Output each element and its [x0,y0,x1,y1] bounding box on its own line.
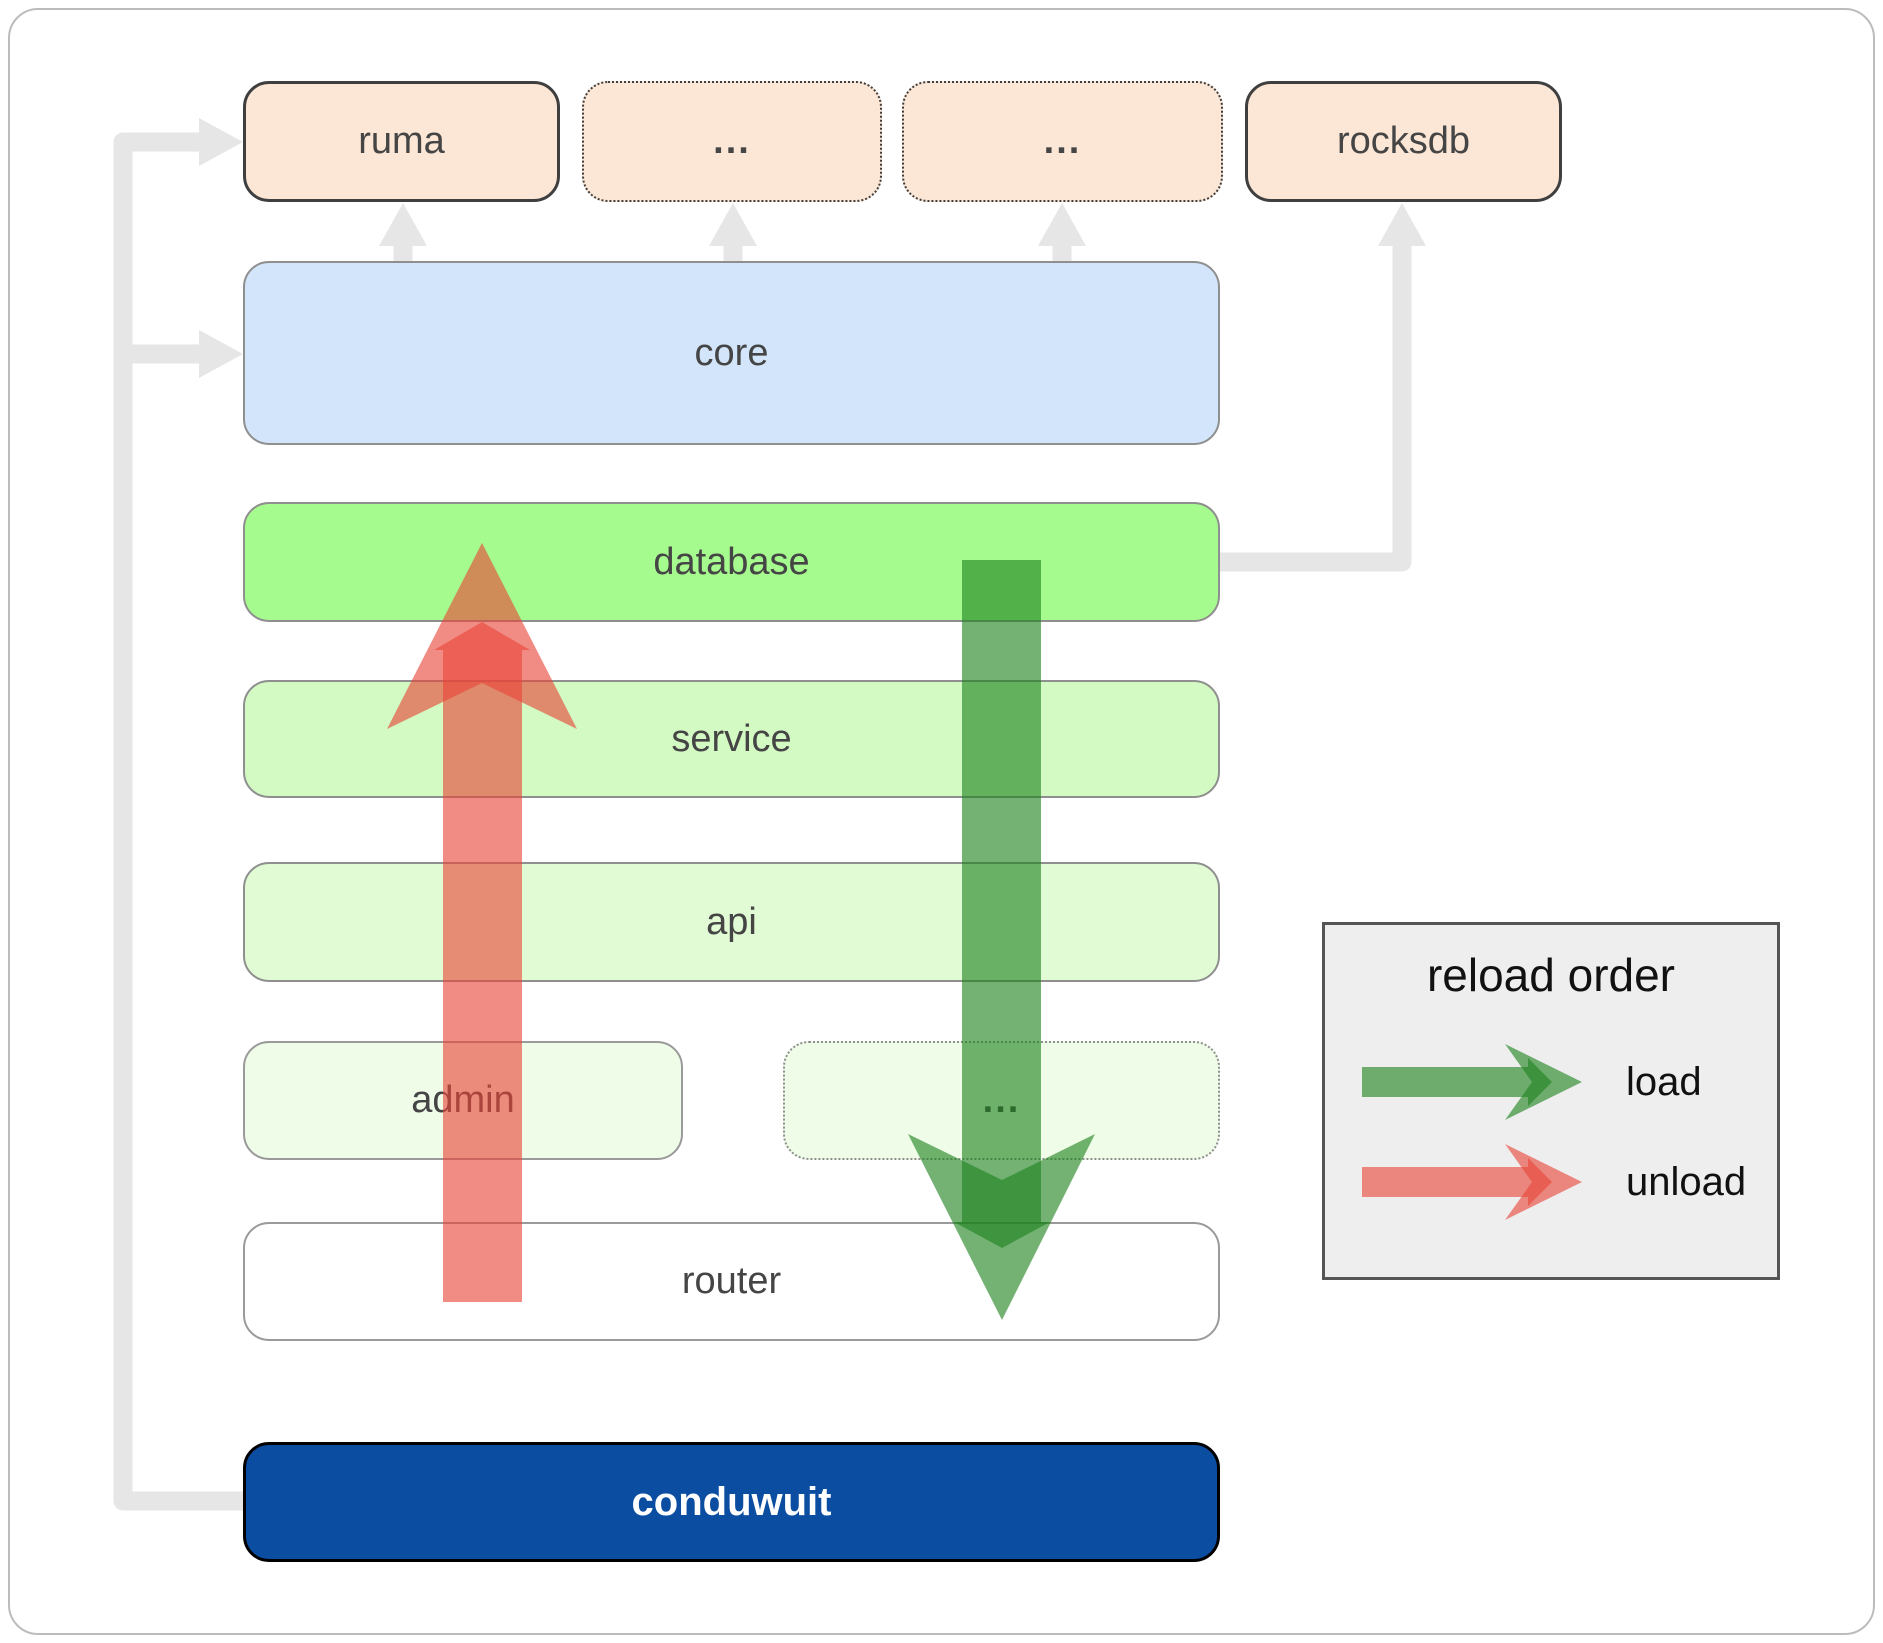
node-ellipsis-b: ... [902,81,1223,202]
node-core-label: core [694,331,769,374]
node-ruma: ruma [243,81,560,202]
legend-title: reload order [1426,949,1676,1001]
node-rocksdb-label: rocksdb [1336,120,1471,162]
node-database-label: database [653,540,810,583]
node-service-label: service [671,717,792,760]
node-admin: admin [243,1041,683,1160]
node-ellipsis-a-label: ... [713,120,751,162]
node-router-label: router [681,1260,782,1302]
node-api: api [243,862,1220,982]
legend-label-load: load [1626,1060,1702,1104]
node-ellipsis-b-label: ... [1043,120,1082,162]
node-database: database [243,502,1220,622]
node-conduwuit-label: conduwuit [631,1479,832,1524]
node-ellipsis-c: ... [783,1041,1220,1160]
node-core: core [243,261,1220,445]
node-admin-label: admin [411,1079,515,1121]
node-service: service [243,680,1220,798]
node-ellipsis-c-label: ... [982,1079,1021,1121]
legend-label-unload: unload [1626,1160,1747,1204]
node-rocksdb: rocksdb [1245,81,1562,202]
node-conduwuit: conduwuit [243,1442,1220,1562]
node-ruma-label: ruma [358,120,445,162]
node-api-label: api [706,900,757,943]
node-router: router [243,1222,1220,1341]
node-ellipsis-a: ... [582,81,882,202]
